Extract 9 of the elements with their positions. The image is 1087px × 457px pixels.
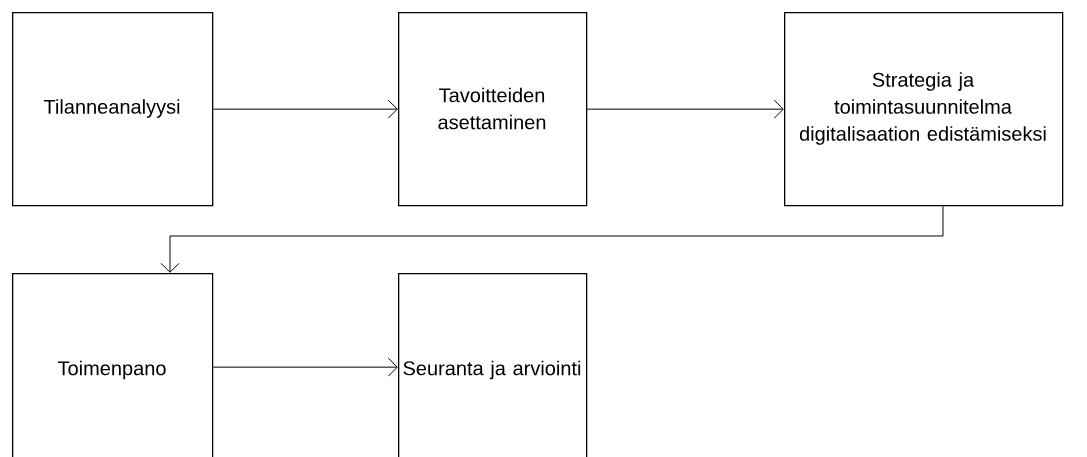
process-box: Toimenpano xyxy=(12,273,214,457)
process-box: Tavoitteiden asettaminen xyxy=(398,12,588,207)
process-box: Strategia ja toimintasuunnitelma digitalisaation edistämiseksi xyxy=(784,12,1064,207)
arrow xyxy=(586,99,784,119)
arrow xyxy=(160,205,944,273)
arrow xyxy=(212,357,398,377)
process-box: Tilanneanalyysi xyxy=(12,12,214,207)
process-box: Seuranta ja arviointi xyxy=(398,273,588,457)
arrow xyxy=(212,99,398,119)
